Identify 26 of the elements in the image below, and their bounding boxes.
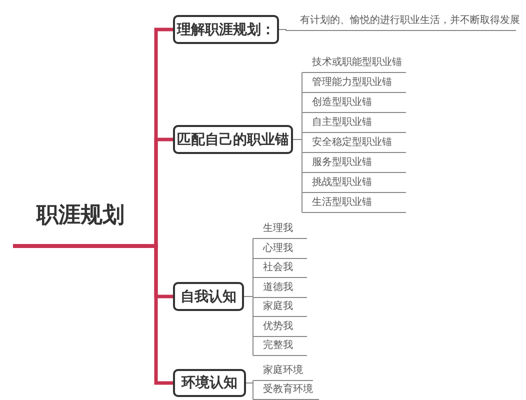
topic-box: 理解职涯规划： bbox=[173, 15, 279, 44]
subtopic-label: 挑战型职业锚 bbox=[302, 176, 406, 193]
subtopic-label: 自主型职业锚 bbox=[302, 116, 406, 133]
subtopic-label: 受教育环境 bbox=[253, 383, 319, 400]
subtopic-label: 完整我 bbox=[253, 339, 307, 356]
subtopic-label: 安全稳定型职业锚 bbox=[302, 136, 406, 153]
connector-line bbox=[278, 29, 290, 31]
subtopic-label: 管理能力型职业锚 bbox=[302, 76, 406, 93]
title-text: 职涯规划 bbox=[13, 196, 148, 248]
subtopic-label: 生理我 bbox=[253, 222, 307, 239]
topic-box: 匹配自己的职业锚 bbox=[173, 125, 293, 154]
subtopic-label: 优势我 bbox=[253, 320, 307, 336]
subtopic-label: 社会我 bbox=[253, 261, 307, 278]
branch-line bbox=[148, 244, 173, 385]
topic-box: 自我认知 bbox=[173, 282, 244, 311]
topic-box: 环境认知 bbox=[173, 369, 246, 397]
connector-line bbox=[246, 382, 254, 400]
subtopic-label: 创造型职业锚 bbox=[302, 96, 406, 113]
subtopic-label: 服务型职业锚 bbox=[302, 156, 406, 173]
subtopic-label: 心理我 bbox=[253, 242, 307, 258]
subtopic-label: 生活型职业锚 bbox=[302, 196, 406, 213]
subtopic-label: 家庭环境 bbox=[253, 364, 313, 381]
subtopic-label: 家庭我 bbox=[253, 300, 307, 317]
connector-line bbox=[292, 139, 302, 213]
subtopic-label: 技术或职能型职业锚 bbox=[302, 56, 406, 73]
subtopic-label: 道德我 bbox=[253, 280, 307, 298]
